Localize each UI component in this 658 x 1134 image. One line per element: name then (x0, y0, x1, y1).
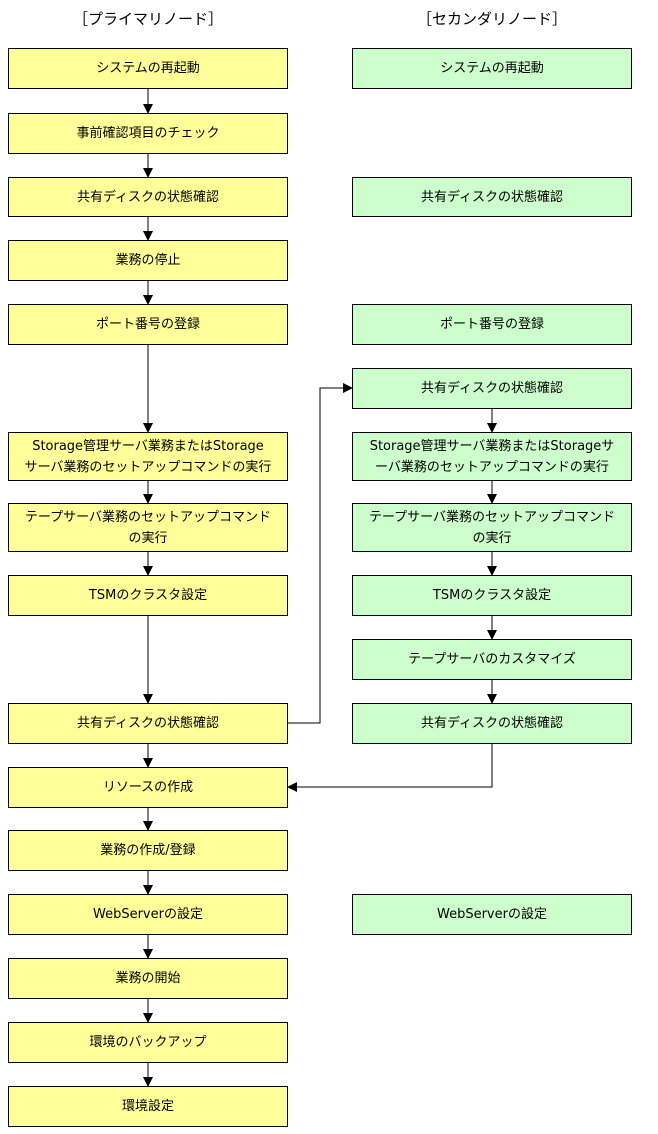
secondary-step-storage-setup-command: Storage管理サーバ業務またはStorageサ ーバ業務のセットアップコマン… (352, 432, 632, 481)
primary-step-tape-server-setup-command: テープサーバ業務のセットアップコマンド の実行 (8, 503, 288, 552)
primary-step-environment-setting: 環境設定 (8, 1086, 288, 1127)
secondary-step-system-restart: システムの再起動 (352, 48, 632, 89)
primary-step-backup-environment: 環境のバックアップ (8, 1022, 288, 1063)
secondary-node-header: ［セカンダリノード］ (416, 10, 567, 28)
primary-step-system-restart: システムの再起動 (8, 48, 288, 89)
primary-step-port-register: ポート番号の登録 (8, 304, 288, 345)
primary-step-tsm-cluster-setting: TSMのクラスタ設定 (8, 575, 288, 616)
primary-step-storage-setup-command: Storage管理サーバ業務またはStorage サーバ業務のセットアップコマン… (8, 432, 288, 481)
secondary-step-shared-disk-check-1: 共有ディスクの状態確認 (352, 177, 632, 217)
primary-step-shared-disk-check-2: 共有ディスクの状態確認 (8, 703, 288, 744)
primary-step-webserver-setting: WebServerの設定 (8, 894, 288, 935)
primary-step-precheck: 事前確認項目のチェック (8, 113, 288, 154)
primary-step-shared-disk-check-1: 共有ディスクの状態確認 (8, 177, 288, 217)
primary-step-start-operation: 業務の開始 (8, 958, 288, 999)
cross-arrow-to-primary (287, 743, 493, 792)
primary-step-create-register-operation: 業務の作成/登録 (8, 830, 288, 871)
cross-arrow-to-secondary (288, 383, 353, 724)
secondary-step-tsm-cluster-setting: TSMのクラスタ設定 (352, 575, 632, 616)
secondary-step-tape-server-setup-command: テープサーバ業務のセットアップコマンド の実行 (352, 503, 632, 552)
secondary-step-webserver-setting: WebServerの設定 (352, 894, 632, 935)
primary-step-create-resource: リソースの作成 (8, 767, 288, 808)
primary-step-stop-operation: 業務の停止 (8, 240, 288, 281)
secondary-step-shared-disk-check-3: 共有ディスクの状態確認 (352, 703, 632, 744)
secondary-step-shared-disk-check-2: 共有ディスクの状態確認 (352, 368, 632, 409)
primary-node-header: ［プライマリノード］ (72, 10, 223, 28)
secondary-step-port-register: ポート番号の登録 (352, 304, 632, 345)
secondary-step-tape-server-customize: テープサーバのカスタマイズ (352, 639, 632, 680)
